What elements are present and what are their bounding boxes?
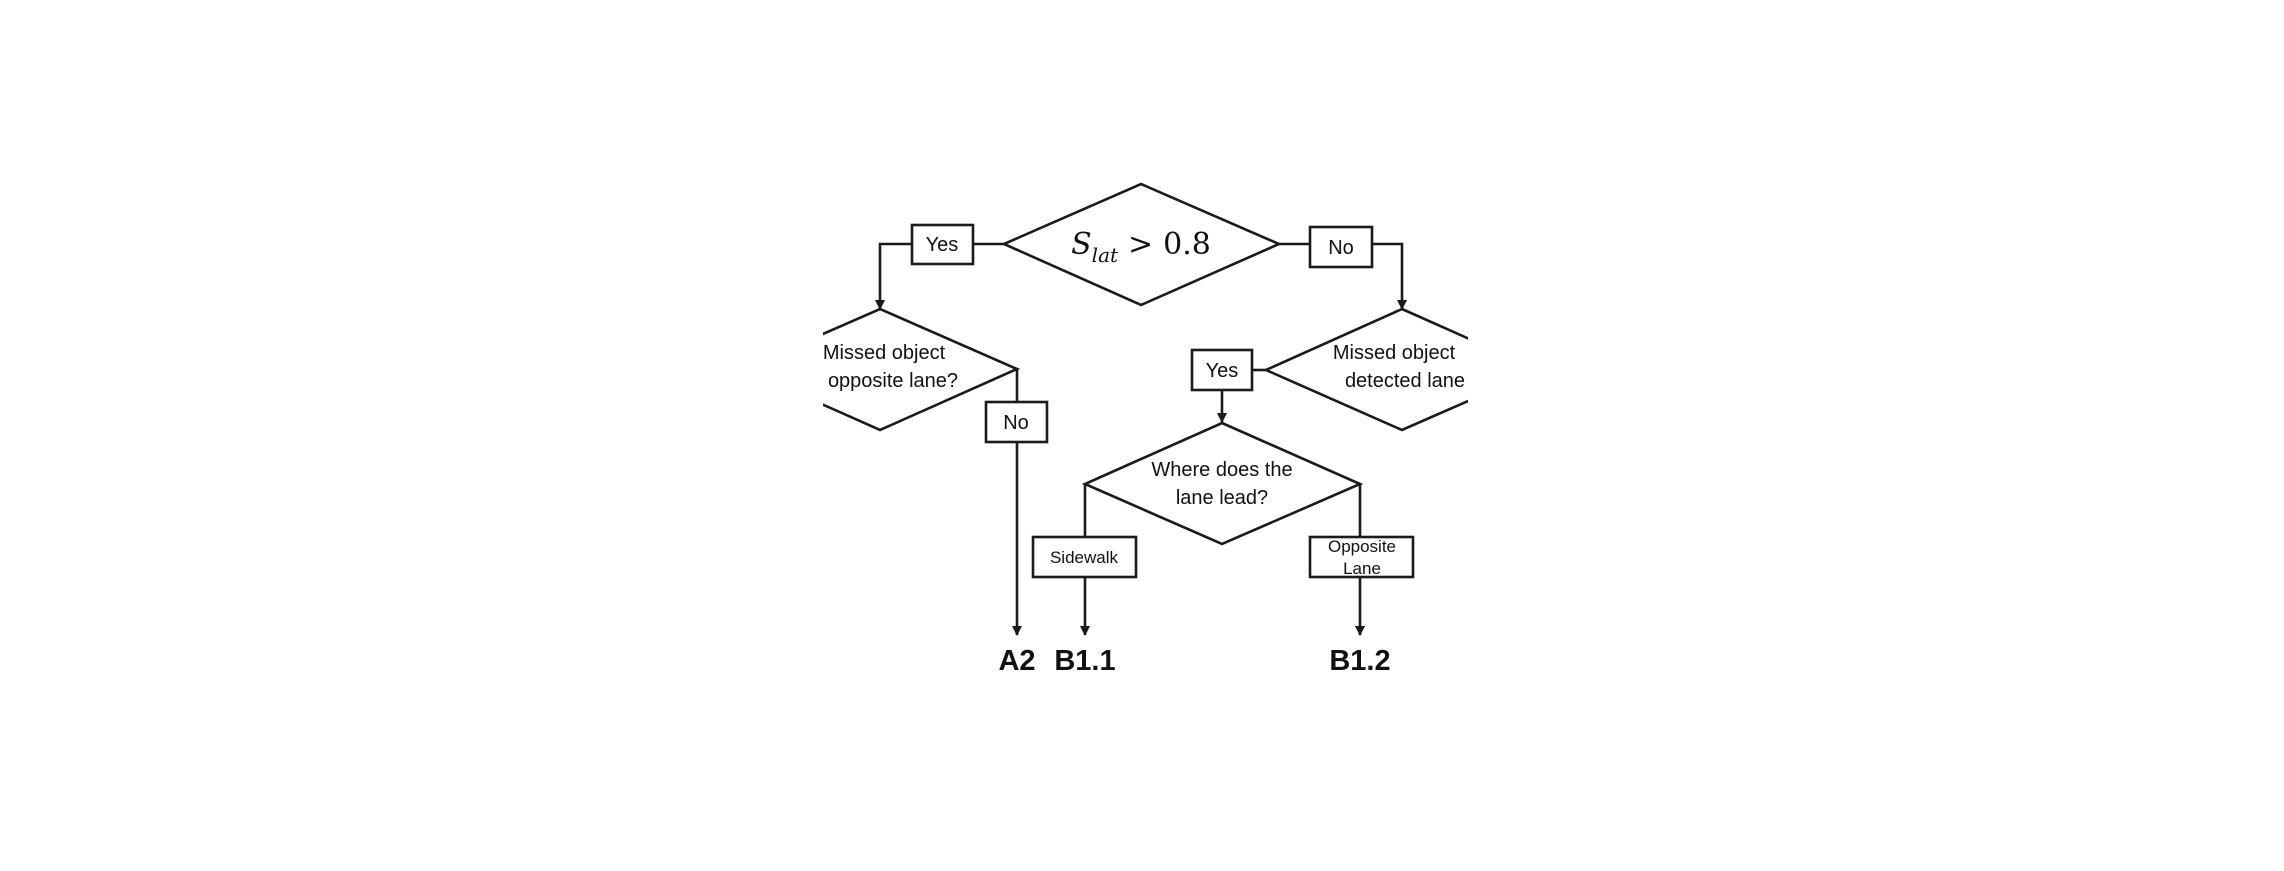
left-decision-line2: opposite lane? <box>828 370 958 392</box>
sidewalk-label-text: Sidewalk <box>1050 548 1119 567</box>
right-decision-line1: Missed object <box>1333 342 1456 364</box>
yes-label-right: Yes <box>1190 348 1254 392</box>
outcome-b11: B1.1 <box>1054 645 1115 677</box>
opposite-lane-label: Opposite Lane <box>1308 535 1415 579</box>
sidewalk-label: Sidewalk <box>1031 535 1138 579</box>
root-condition-var: S <box>1071 227 1092 262</box>
root-condition-op: > <box>1128 227 1153 262</box>
root-condition-text: Slat >0.8 <box>1071 227 1211 267</box>
right-decision: Missed object detected lane <box>1262 307 1468 432</box>
right-decision-line2: detected lane <box>1345 370 1465 392</box>
opposite-lane-label-line1: Opposite <box>1328 537 1396 556</box>
connector-yes-to-left-decision <box>875 242 912 310</box>
outcome-b12: B1.2 <box>1329 645 1390 677</box>
left-decision: Missed object opposite lane? <box>823 307 1021 432</box>
root-decision: Slat >0.8 <box>1000 182 1283 307</box>
lane-decision: Where does the lane lead? <box>1081 421 1364 546</box>
no-label-left-text: No <box>1003 412 1029 434</box>
connector-no-to-right-decision <box>1372 242 1407 310</box>
root-condition-sub: lat <box>1092 243 1119 267</box>
flowchart-frame: Slat >0.8 Yes No Missed object opposite l… <box>823 182 1468 677</box>
yes-label-right-text: Yes <box>1206 360 1239 382</box>
left-decision-line1: Missed object <box>823 342 946 364</box>
outcome-a2: A2 <box>998 645 1035 677</box>
root-condition-value: 0.8 <box>1163 227 1211 262</box>
no-label-right-text: No <box>1328 237 1354 259</box>
lane-decision-line2: lane lead? <box>1176 487 1268 509</box>
no-label-left: No <box>984 400 1049 444</box>
opposite-lane-label-line2: Lane <box>1343 559 1381 578</box>
no-label-right: No <box>1308 225 1374 269</box>
yes-label-left-text: Yes <box>926 234 959 256</box>
lane-decision-line1: Where does the <box>1151 459 1292 481</box>
yes-label-left: Yes <box>910 223 975 266</box>
